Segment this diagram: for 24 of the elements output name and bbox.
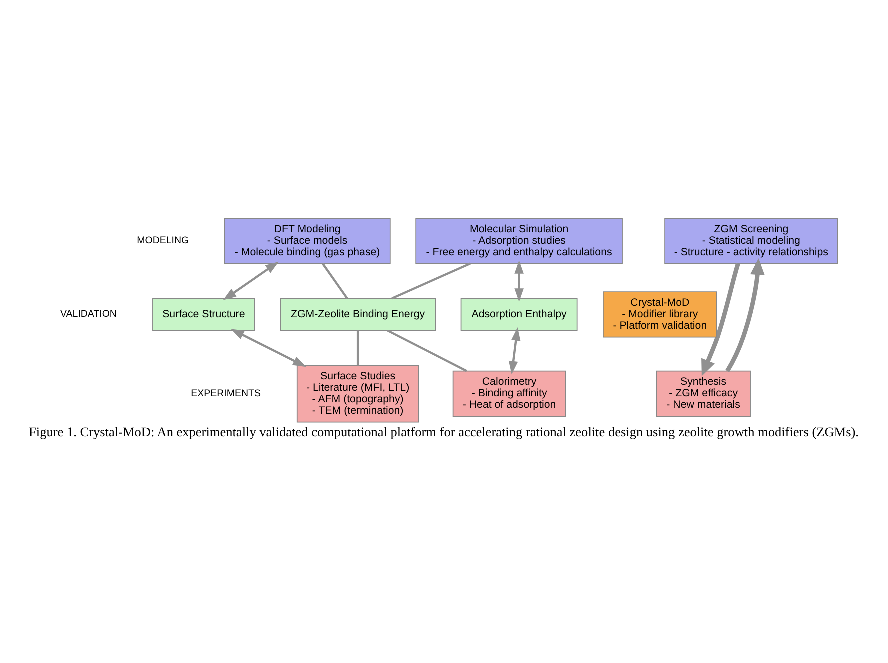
- node-box: ZGM-Zeolite Binding Energy: [280, 298, 436, 332]
- arrow: [223, 262, 279, 300]
- node-box: Adsorption Enthalpy: [460, 298, 578, 332]
- node-box: Calorimetry - Binding affinity - Heat of adsorption: [452, 370, 566, 417]
- node-box: Surface Structure: [152, 298, 256, 332]
- connector: [322, 263, 348, 300]
- label: VALIDATION: [60, 309, 117, 320]
- node-box: Molecular Simulation - Adsorption studies - Free energy and enthalpy calculations: [416, 218, 623, 264]
- arrow: [726, 258, 765, 372]
- node-box: DFT Modeling - Surface models - Molecule binding (gas phase): [224, 218, 391, 264]
- connector: [387, 330, 468, 372]
- node-box: ZGM Screening - Statistical modeling - Structure - activity relationships: [664, 218, 838, 264]
- node-box: Surface Studies - Literature (MFI, LTL) - AFM (topography) - TEM (termination): [296, 365, 420, 423]
- arrow: [702, 263, 740, 376]
- arrow: [508, 328, 521, 375]
- node-box: Crystal-MoD - Modifier library - Platform validation: [603, 292, 718, 338]
- label: MODELING: [137, 236, 190, 247]
- connector: [392, 262, 471, 300]
- caption: Figure 1. Crystal-MoD: An experimentally validated computational platform for accelerating rational zeolite design using zeolite growth modifiers (ZGMs).: [29, 424, 859, 440]
- arrow: [231, 329, 306, 368]
- connector: [356, 330, 360, 366]
- label: EXPERIMENTS: [191, 388, 261, 400]
- node-box: Synthesis - ZGM efficacy - New materials: [656, 370, 751, 417]
- arrow: [514, 260, 524, 302]
